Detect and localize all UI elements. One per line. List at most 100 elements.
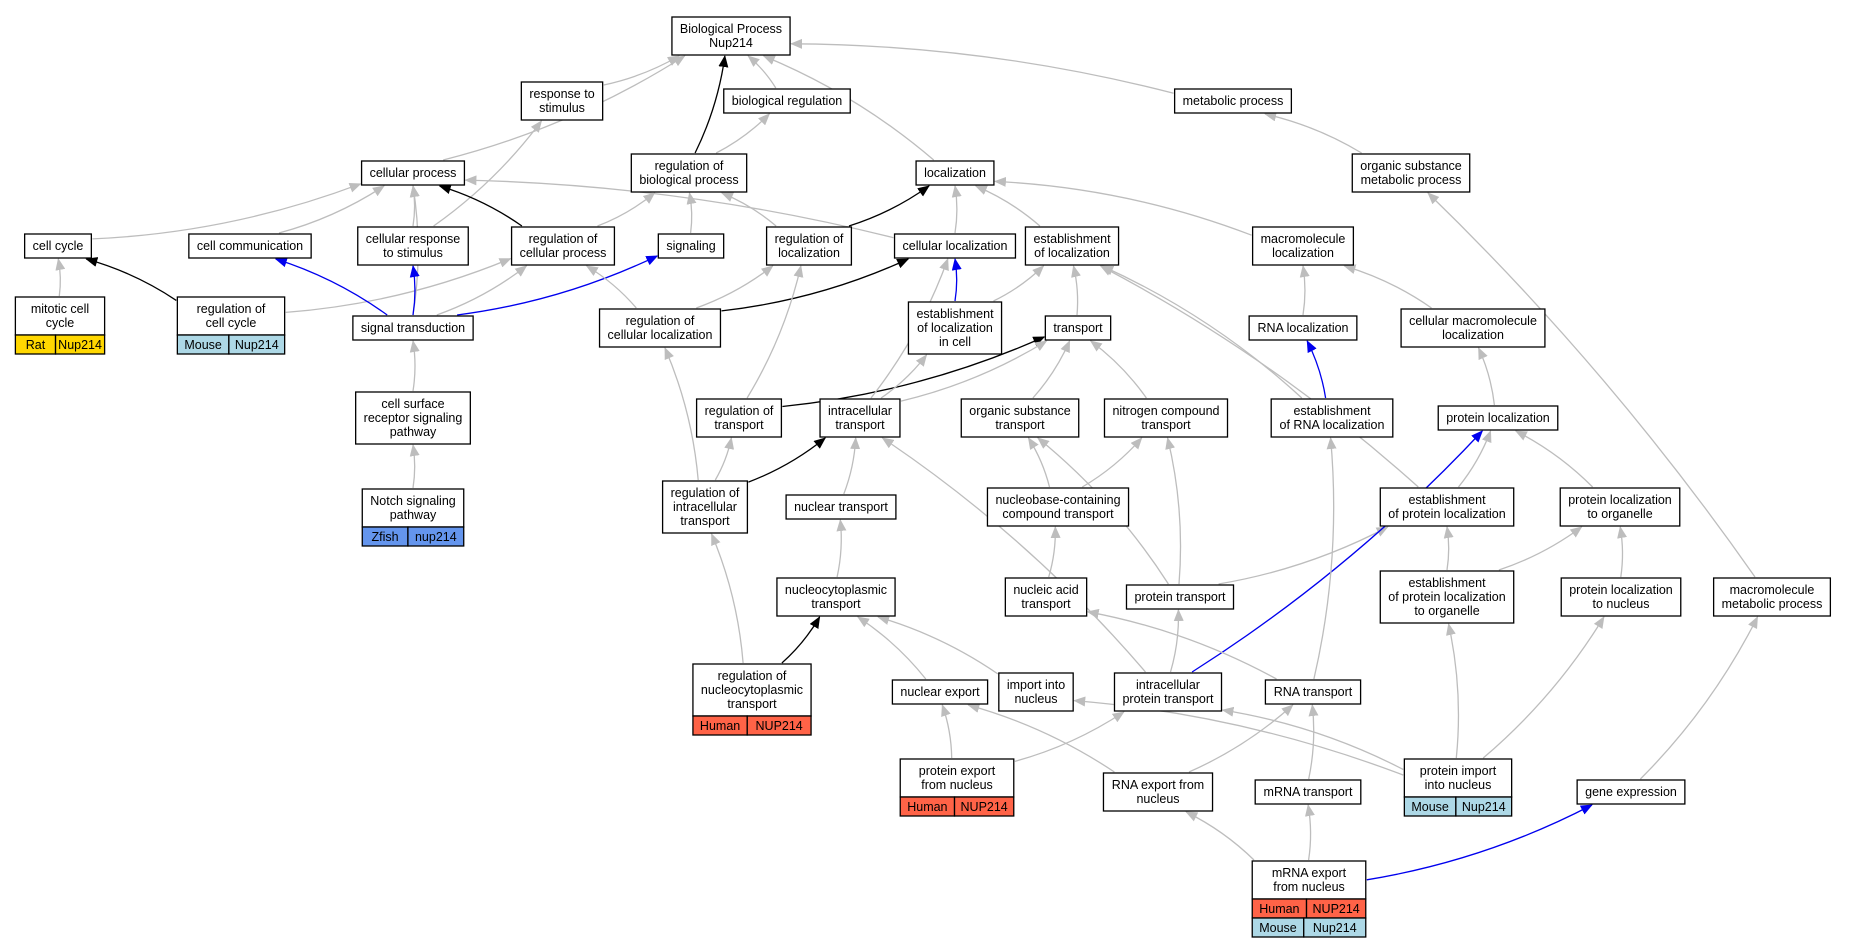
go-term-bio_reg[interactable]: biological regulation [723, 88, 851, 114]
go-term-metab[interactable]: metabolic process [1173, 88, 1293, 114]
go-term-rna_trans[interactable]: RNA transport [1264, 679, 1362, 705]
term-label: response to [529, 87, 594, 101]
term-box [1125, 584, 1235, 610]
edge-sig_trans-to-reg_cell [436, 265, 528, 316]
edge-nucleobase-to-nitro_trans [1081, 437, 1143, 488]
edge-reg_bio-to-bp [694, 55, 729, 154]
go-term-cell_cycle[interactable]: cell cycle [23, 233, 93, 259]
go-term-cell_comm[interactable]: cell communication [188, 233, 312, 259]
edge-reg_cell-to-reg_bio [597, 192, 656, 227]
term-label: macromolecule [1261, 232, 1346, 246]
term-label: cellular macromolecule [1409, 314, 1537, 328]
go-term-prot_trans[interactable]: protein transport [1125, 584, 1235, 610]
term-box [1113, 672, 1223, 712]
go-term-transport[interactable]: transport [1044, 315, 1112, 341]
term-box [893, 233, 1017, 259]
term-label: to nucleus [1593, 597, 1650, 611]
term-label: cellular process [370, 166, 457, 180]
go-term-prot_loc[interactable]: protein localization [1437, 405, 1559, 431]
term-label: to organelle [1587, 507, 1652, 521]
term-box [1254, 779, 1362, 805]
go-term-nuc_trans[interactable]: nuclear transport [785, 494, 897, 520]
term-label: nucleocytoplasmic [701, 683, 803, 697]
gene-symbol: NUP214 [1313, 902, 1360, 916]
go-term-cell_loc[interactable]: cellular localization [893, 233, 1017, 259]
edge-reg_cell_loc-to-reg_loc [696, 265, 774, 309]
edge-reg_cell-to-cell_proc [438, 184, 523, 227]
term-label: stimulus [539, 101, 585, 115]
term-label: mRNA transport [1264, 785, 1353, 799]
go-term-loc[interactable]: localization [915, 160, 995, 186]
term-label: metabolic process [1183, 94, 1284, 108]
edge-loc-to-bp [762, 55, 935, 161]
term-label: nucleus [1014, 692, 1057, 706]
edge-est_loc_cell-to-est_loc [993, 265, 1045, 302]
go-term-reg_nucleocyto[interactable]: regulation ofnucleocytoplasmictransportH… [692, 663, 812, 736]
term-label: localization [924, 166, 986, 180]
go-term-gene_expr[interactable]: gene expression [1576, 779, 1686, 805]
term-label: protein export [919, 764, 996, 778]
edge-org_sub_trans-to-transport [1032, 340, 1071, 399]
term-box [510, 226, 616, 266]
term-box [915, 160, 995, 186]
go-term-signaling[interactable]: signaling [657, 233, 725, 259]
term-label: nuclear export [900, 685, 980, 699]
go-term-cell_proc[interactable]: cellular process [360, 160, 466, 186]
edge-bio_reg-to-bp [747, 55, 777, 89]
term-label: cellular localization [608, 328, 713, 342]
term-box [765, 226, 853, 266]
term-box [1102, 772, 1214, 812]
edge-reg_bio-to-bio_reg [715, 113, 771, 154]
edge-est_rna_loc-to-est_loc [1101, 265, 1303, 399]
go-term-rna_loc[interactable]: RNA localization [1248, 315, 1358, 341]
go-term-sig_trans[interactable]: signal transduction [352, 315, 474, 341]
term-label: import into [1007, 678, 1065, 692]
term-box [785, 494, 897, 520]
term-label: mitotic cell [31, 302, 89, 316]
edge-sig_trans-to-signaling [457, 255, 659, 316]
go-term-mrna_trans[interactable]: mRNA transport [1254, 779, 1362, 805]
go-term-nuc_export[interactable]: nuclear export [891, 679, 989, 705]
term-box [188, 233, 312, 259]
term-label: protein import [1420, 764, 1497, 778]
